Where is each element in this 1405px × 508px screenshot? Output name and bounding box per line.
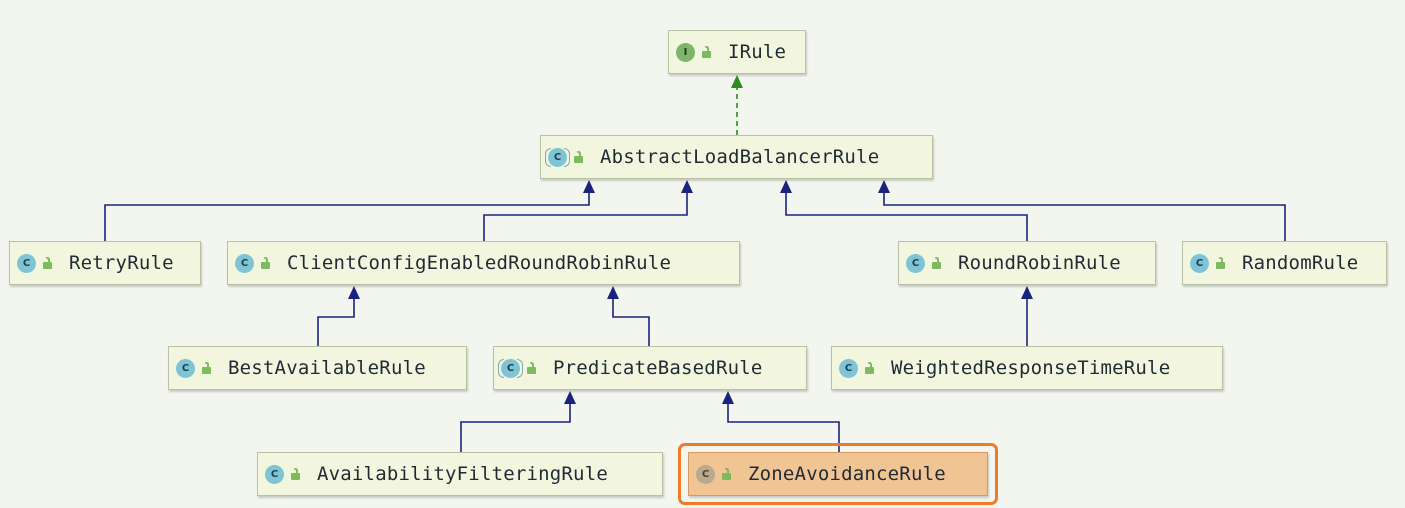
class-icon: C: [176, 358, 195, 378]
node-AvailabilityFilteringRule[interactable]: C AvailabilityFilteringRule: [257, 452, 663, 496]
edge-AvailabilityFilteringRule-to-PredicateBasedRule: [460, 402, 571, 452]
class-icon: C: [839, 358, 858, 378]
arrowhead-AbstractLoadBalancerRule-to-IRule: [731, 75, 743, 88]
class-icon: C: [906, 253, 925, 273]
interface-icon: I: [676, 42, 695, 62]
public-lock-icon: [526, 361, 537, 375]
public-lock-icon: [931, 256, 942, 270]
edge-RetryRule-to-AbstractLoadBalancerRule: [104, 191, 590, 241]
public-lock-icon: [42, 256, 53, 270]
public-lock-icon: [1215, 256, 1226, 270]
class-icon: C: [696, 464, 715, 484]
node-AbstractLoadBalancerRule[interactable]: C AbstractLoadBalancerRule: [540, 135, 933, 179]
node-ZoneAvoidanceRule[interactable]: C ZoneAvoidanceRule: [688, 452, 988, 496]
public-lock-icon: [864, 361, 875, 375]
edge-RandomRule-to-AbstractLoadBalancerRule: [883, 191, 1286, 241]
public-lock-icon: [573, 150, 584, 164]
arrowhead-WeightedResponseTimeRule-to-RoundRobinRule: [1021, 286, 1033, 299]
public-lock-icon: [721, 467, 732, 481]
edge-PredicateBasedRule-to-ClientConfigEnabledRoundRobinRule: [612, 297, 650, 346]
arrowhead-ZoneAvoidanceRule-to-PredicateBasedRule: [722, 391, 734, 404]
edge-BestAvailableRule-to-ClientConfigEnabledRoundRobinRule: [317, 297, 355, 346]
abstract-class-icon: C: [498, 358, 523, 378]
arrowhead-RetryRule-to-AbstractLoadBalancerRule: [583, 180, 595, 193]
arrowhead-BestAvailableRule-to-ClientConfigEnabledRoundRobinRule: [348, 286, 360, 299]
class-icon: C: [17, 253, 36, 273]
node-label: ClientConfigEnabledRoundRobinRule: [287, 252, 672, 274]
arrowhead-RoundRobinRule-to-AbstractLoadBalancerRule: [780, 180, 792, 193]
node-WeightedResponseTimeRule[interactable]: C WeightedResponseTimeRule: [831, 346, 1223, 390]
abstract-class-icon: C: [545, 147, 570, 167]
node-label: WeightedResponseTimeRule: [891, 357, 1171, 379]
node-label: RoundRobinRule: [958, 252, 1121, 274]
node-label: BestAvailableRule: [228, 357, 426, 379]
node-label: ZoneAvoidanceRule: [748, 463, 946, 485]
edge-RoundRobinRule-to-AbstractLoadBalancerRule: [785, 191, 1028, 241]
node-label: PredicateBasedRule: [553, 357, 763, 379]
node-RetryRule[interactable]: C RetryRule: [9, 241, 201, 285]
public-lock-icon: [290, 467, 301, 481]
node-IRule[interactable]: I IRule: [668, 30, 806, 74]
arrowhead-PredicateBasedRule-to-ClientConfigEnabledRoundRobinRule: [607, 286, 619, 299]
node-RandomRule[interactable]: C RandomRule: [1182, 241, 1387, 285]
node-label: RandomRule: [1242, 252, 1359, 274]
public-lock-icon: [201, 361, 212, 375]
node-BestAvailableRule[interactable]: C BestAvailableRule: [168, 346, 467, 390]
node-RoundRobinRule[interactable]: C RoundRobinRule: [898, 241, 1156, 285]
edge-ZoneAvoidanceRule-to-PredicateBasedRule: [727, 402, 840, 452]
class-icon: C: [235, 253, 254, 273]
arrowhead-AvailabilityFilteringRule-to-PredicateBasedRule: [564, 391, 576, 404]
public-lock-icon: [260, 256, 271, 270]
public-lock-icon: [701, 45, 712, 59]
node-PredicateBasedRule[interactable]: C PredicateBasedRule: [493, 346, 807, 390]
arrowhead-ClientConfigEnabledRoundRobinRule-to-AbstractLoadBalancerRule: [681, 180, 693, 193]
node-ClientConfigEnabledRoundRobinRule[interactable]: C ClientConfigEnabledRoundRobinRule: [227, 241, 740, 285]
node-label: RetryRule: [69, 252, 174, 274]
class-icon: C: [265, 464, 284, 484]
node-label: AvailabilityFilteringRule: [317, 463, 608, 485]
arrowhead-RandomRule-to-AbstractLoadBalancerRule: [878, 180, 890, 193]
node-label: IRule: [728, 41, 787, 63]
node-label: AbstractLoadBalancerRule: [600, 146, 880, 168]
selection-highlight: [678, 443, 998, 505]
class-icon: C: [1190, 253, 1209, 273]
edge-ClientConfigEnabledRoundRobinRule-to-AbstractLoadBalancerRule: [483, 191, 688, 241]
